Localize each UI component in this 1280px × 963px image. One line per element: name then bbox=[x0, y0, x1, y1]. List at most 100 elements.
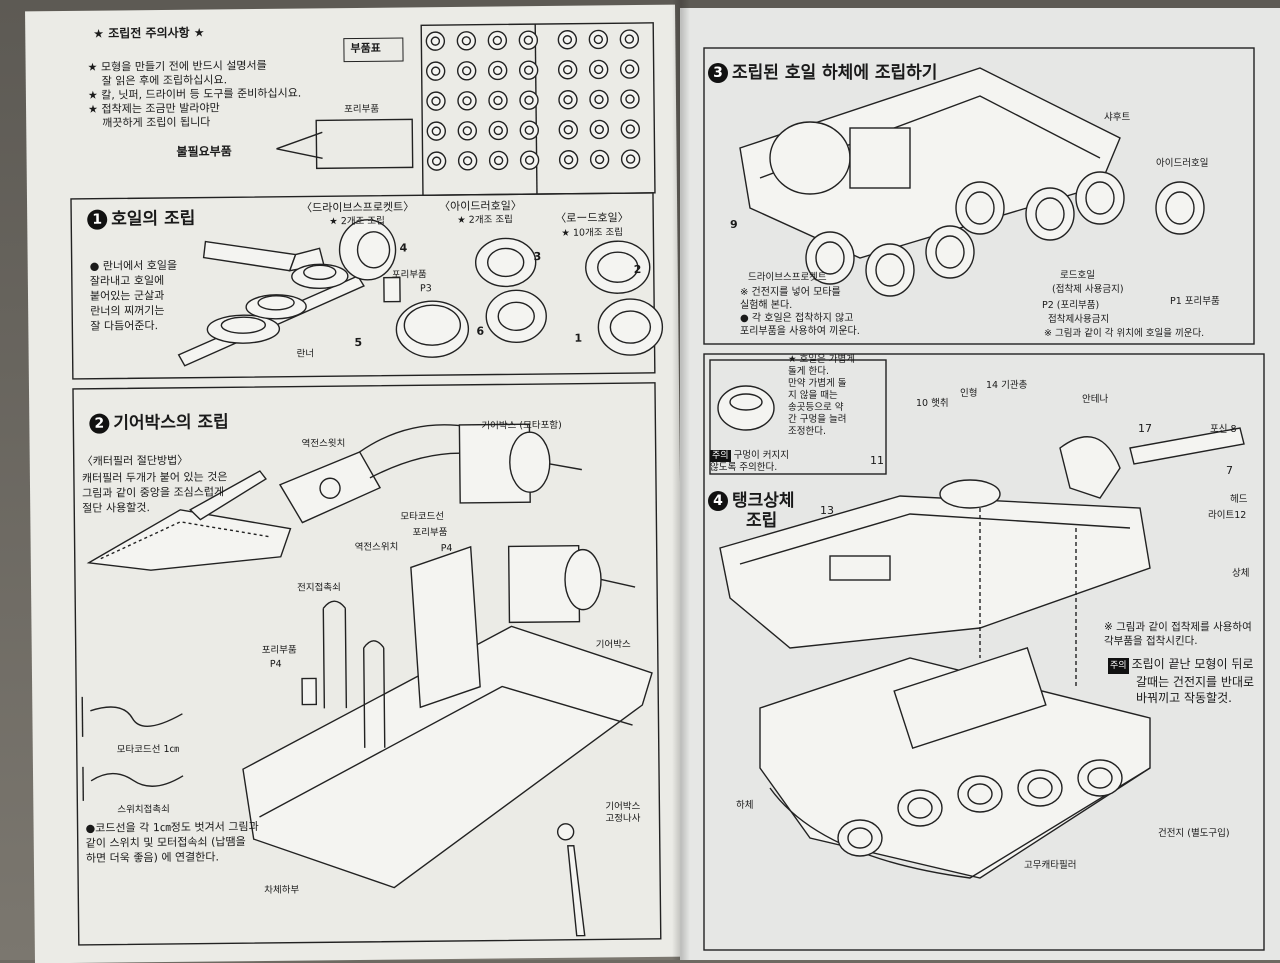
inset-caution-line: 구멍이 커지지 bbox=[734, 450, 789, 461]
drawing-wheel bbox=[590, 90, 608, 108]
label-upper: 상체 bbox=[1232, 568, 1249, 580]
callout-1: 1 bbox=[574, 332, 582, 346]
step3-title-text: 조립된 호일 하체에 조립하기 bbox=[732, 63, 937, 83]
drawing-wheel bbox=[838, 820, 882, 856]
inset-note-line: 지 않을 때는 bbox=[788, 390, 855, 402]
drawing-wheel bbox=[958, 776, 1002, 812]
label-p2: P2 (포리부품) bbox=[1042, 300, 1099, 312]
label-17: 17 bbox=[1138, 422, 1152, 436]
drawing-wheel bbox=[1076, 172, 1124, 224]
drawing-wheel bbox=[620, 30, 638, 48]
step1-note-line: 란너의 찌꺼기는 bbox=[90, 303, 178, 319]
drawing-wheel bbox=[621, 60, 639, 78]
label-gearbox-motor: 기어박스 (모타포함) bbox=[481, 420, 561, 433]
step1-note: ● 란너에서 호일을 잘라내고 호일에 붙어있는 군살과 란너의 찌꺼기는 잘 … bbox=[90, 258, 178, 334]
label-reverse-switch2: 역전스위치 bbox=[355, 542, 399, 554]
drawing-wheel bbox=[1018, 770, 1062, 806]
step3-note-line: ※ 건전지를 넣어 모타를 bbox=[740, 286, 860, 299]
label-rubber: 고무캐타필러 bbox=[1024, 860, 1076, 872]
label-antenna: 안테나 bbox=[1082, 394, 1108, 406]
caution-line: 갈때는 건전지를 반대로 bbox=[1108, 674, 1254, 690]
drawing-wheel bbox=[519, 31, 537, 49]
caterpillar-title: 〈캐터필러 절단방법〉 bbox=[82, 454, 189, 469]
step4-number-badge: 4 bbox=[708, 491, 728, 511]
label-mg: 14 기관총 bbox=[986, 380, 1027, 392]
caterpillar-note-line: 그림과 같이 중앙을 조심스럽게 bbox=[82, 484, 228, 501]
drawing-wheel bbox=[427, 92, 445, 110]
label-chassis-bottom: 차체하부 bbox=[264, 885, 299, 897]
inset-note-line: 조정한다. bbox=[788, 426, 855, 438]
drawing-wheel bbox=[490, 151, 508, 169]
callout-5: 5 bbox=[354, 336, 362, 350]
label-lower: 하체 bbox=[736, 800, 753, 812]
book-spine-shadow bbox=[672, 0, 690, 960]
callout-6: 6 bbox=[476, 325, 484, 339]
callout-p3: P3 bbox=[420, 283, 432, 295]
drawing-wheel bbox=[866, 244, 914, 296]
drawing-wheel bbox=[558, 31, 576, 49]
label-13: 13 bbox=[820, 504, 834, 518]
label-motor-cord: 모타코드선 bbox=[400, 511, 444, 523]
drawing-wheel bbox=[589, 30, 607, 48]
left-page: ★ 조립전 주의사항 ★ ★ 모형을 만들기 전에 반드시 설명서를 잘 읽은 … bbox=[25, 5, 685, 963]
caution-line: 조립이 끝난 모형이 뒤로 bbox=[1132, 657, 1254, 671]
label-reverse-switch: 역전스윗치 bbox=[302, 438, 346, 450]
sprocket-qty: ★ 2개조 조립 bbox=[329, 216, 385, 229]
drawing-wheel bbox=[1156, 182, 1204, 234]
label-p4-top: P4 bbox=[441, 543, 453, 555]
drawing-wheel bbox=[559, 61, 577, 79]
label-sprocket: 드라이브스프로켓트 bbox=[748, 272, 827, 284]
label-p4: P4 bbox=[270, 659, 282, 671]
label-p1: P1 포리부품 bbox=[1170, 296, 1220, 308]
inset-note-line: 간 구멍을 늘려 bbox=[788, 414, 855, 426]
label-figure: 인형 bbox=[960, 388, 977, 400]
step1-note-line: 붙어있는 군살과 bbox=[90, 288, 178, 304]
drawing-wheel bbox=[590, 60, 608, 78]
drawing-wheel bbox=[426, 32, 444, 50]
caution-badge: 주의 bbox=[1108, 658, 1129, 674]
step4-title-line2: 조립 bbox=[746, 506, 777, 531]
inset-caution-line: 않도록 주의한다. bbox=[710, 462, 789, 474]
drawing-wheel bbox=[559, 91, 577, 109]
label-11: 11 bbox=[870, 454, 884, 468]
glue-note-line: 각부품을 접착시킨다. bbox=[1104, 634, 1252, 648]
drawing-wheel bbox=[459, 152, 477, 170]
drawing-wheel bbox=[1078, 760, 1122, 796]
label-battery: 건전지 (별도구입) bbox=[1158, 828, 1230, 840]
label-head: 헤드 bbox=[1230, 494, 1247, 506]
drawing-wheel bbox=[621, 90, 639, 108]
step1-note-line: ● 란너에서 호일을 bbox=[90, 258, 178, 274]
step1-number-badge: 1 bbox=[87, 210, 107, 230]
step3-note-line: 포리부품을 사용하여 끼운다. bbox=[740, 325, 860, 338]
drawing-wheel bbox=[458, 92, 476, 110]
caution-line: 바꿔끼고 작동할것. bbox=[1108, 690, 1254, 706]
drawing-wheel bbox=[560, 151, 578, 169]
drawing-wheel bbox=[427, 62, 445, 80]
road-label: 〈로ー드호일〉 bbox=[555, 211, 629, 226]
drawing-wheel bbox=[488, 31, 506, 49]
label-9: 9 bbox=[730, 218, 738, 232]
step2-number-badge: 2 bbox=[89, 414, 109, 434]
step1-note-line: 잘라내고 호일에 bbox=[90, 273, 178, 289]
callout-poly: 포리부품 bbox=[392, 269, 427, 281]
label-gun: 포신 8 bbox=[1210, 424, 1237, 436]
drawing-wheel bbox=[457, 32, 475, 50]
sprocket-label: 〈드라이브스프로켓트〉 bbox=[301, 200, 414, 215]
idler-qty: ★ 2개조 조립 bbox=[457, 214, 513, 227]
drawing-wheel bbox=[458, 122, 476, 140]
drawing-wheel bbox=[591, 150, 609, 168]
step3-notes: ※ 건전지를 넣어 모타를 실험해 본다. ● 각 호일은 접착하지 않고 포리… bbox=[740, 286, 860, 338]
label-no-glue: 접착제사용금지 bbox=[1048, 314, 1109, 326]
inset-note-line: 송곳등으로 약 bbox=[788, 402, 855, 414]
drawing-wheel bbox=[520, 61, 538, 79]
inset-note-line: 만약 가볍게 돌 bbox=[788, 378, 855, 390]
callout-3: 3 bbox=[534, 250, 542, 264]
caterpillar-note-line: 캐터필러 두개가 붙어 있는 것은 bbox=[82, 469, 228, 486]
glue-note: ※ 그림과 같이 접착제를 사용하여 각부품을 접착시킨다. bbox=[1104, 620, 1252, 648]
step2-title-text: 기어박스의 조립 bbox=[113, 412, 229, 433]
